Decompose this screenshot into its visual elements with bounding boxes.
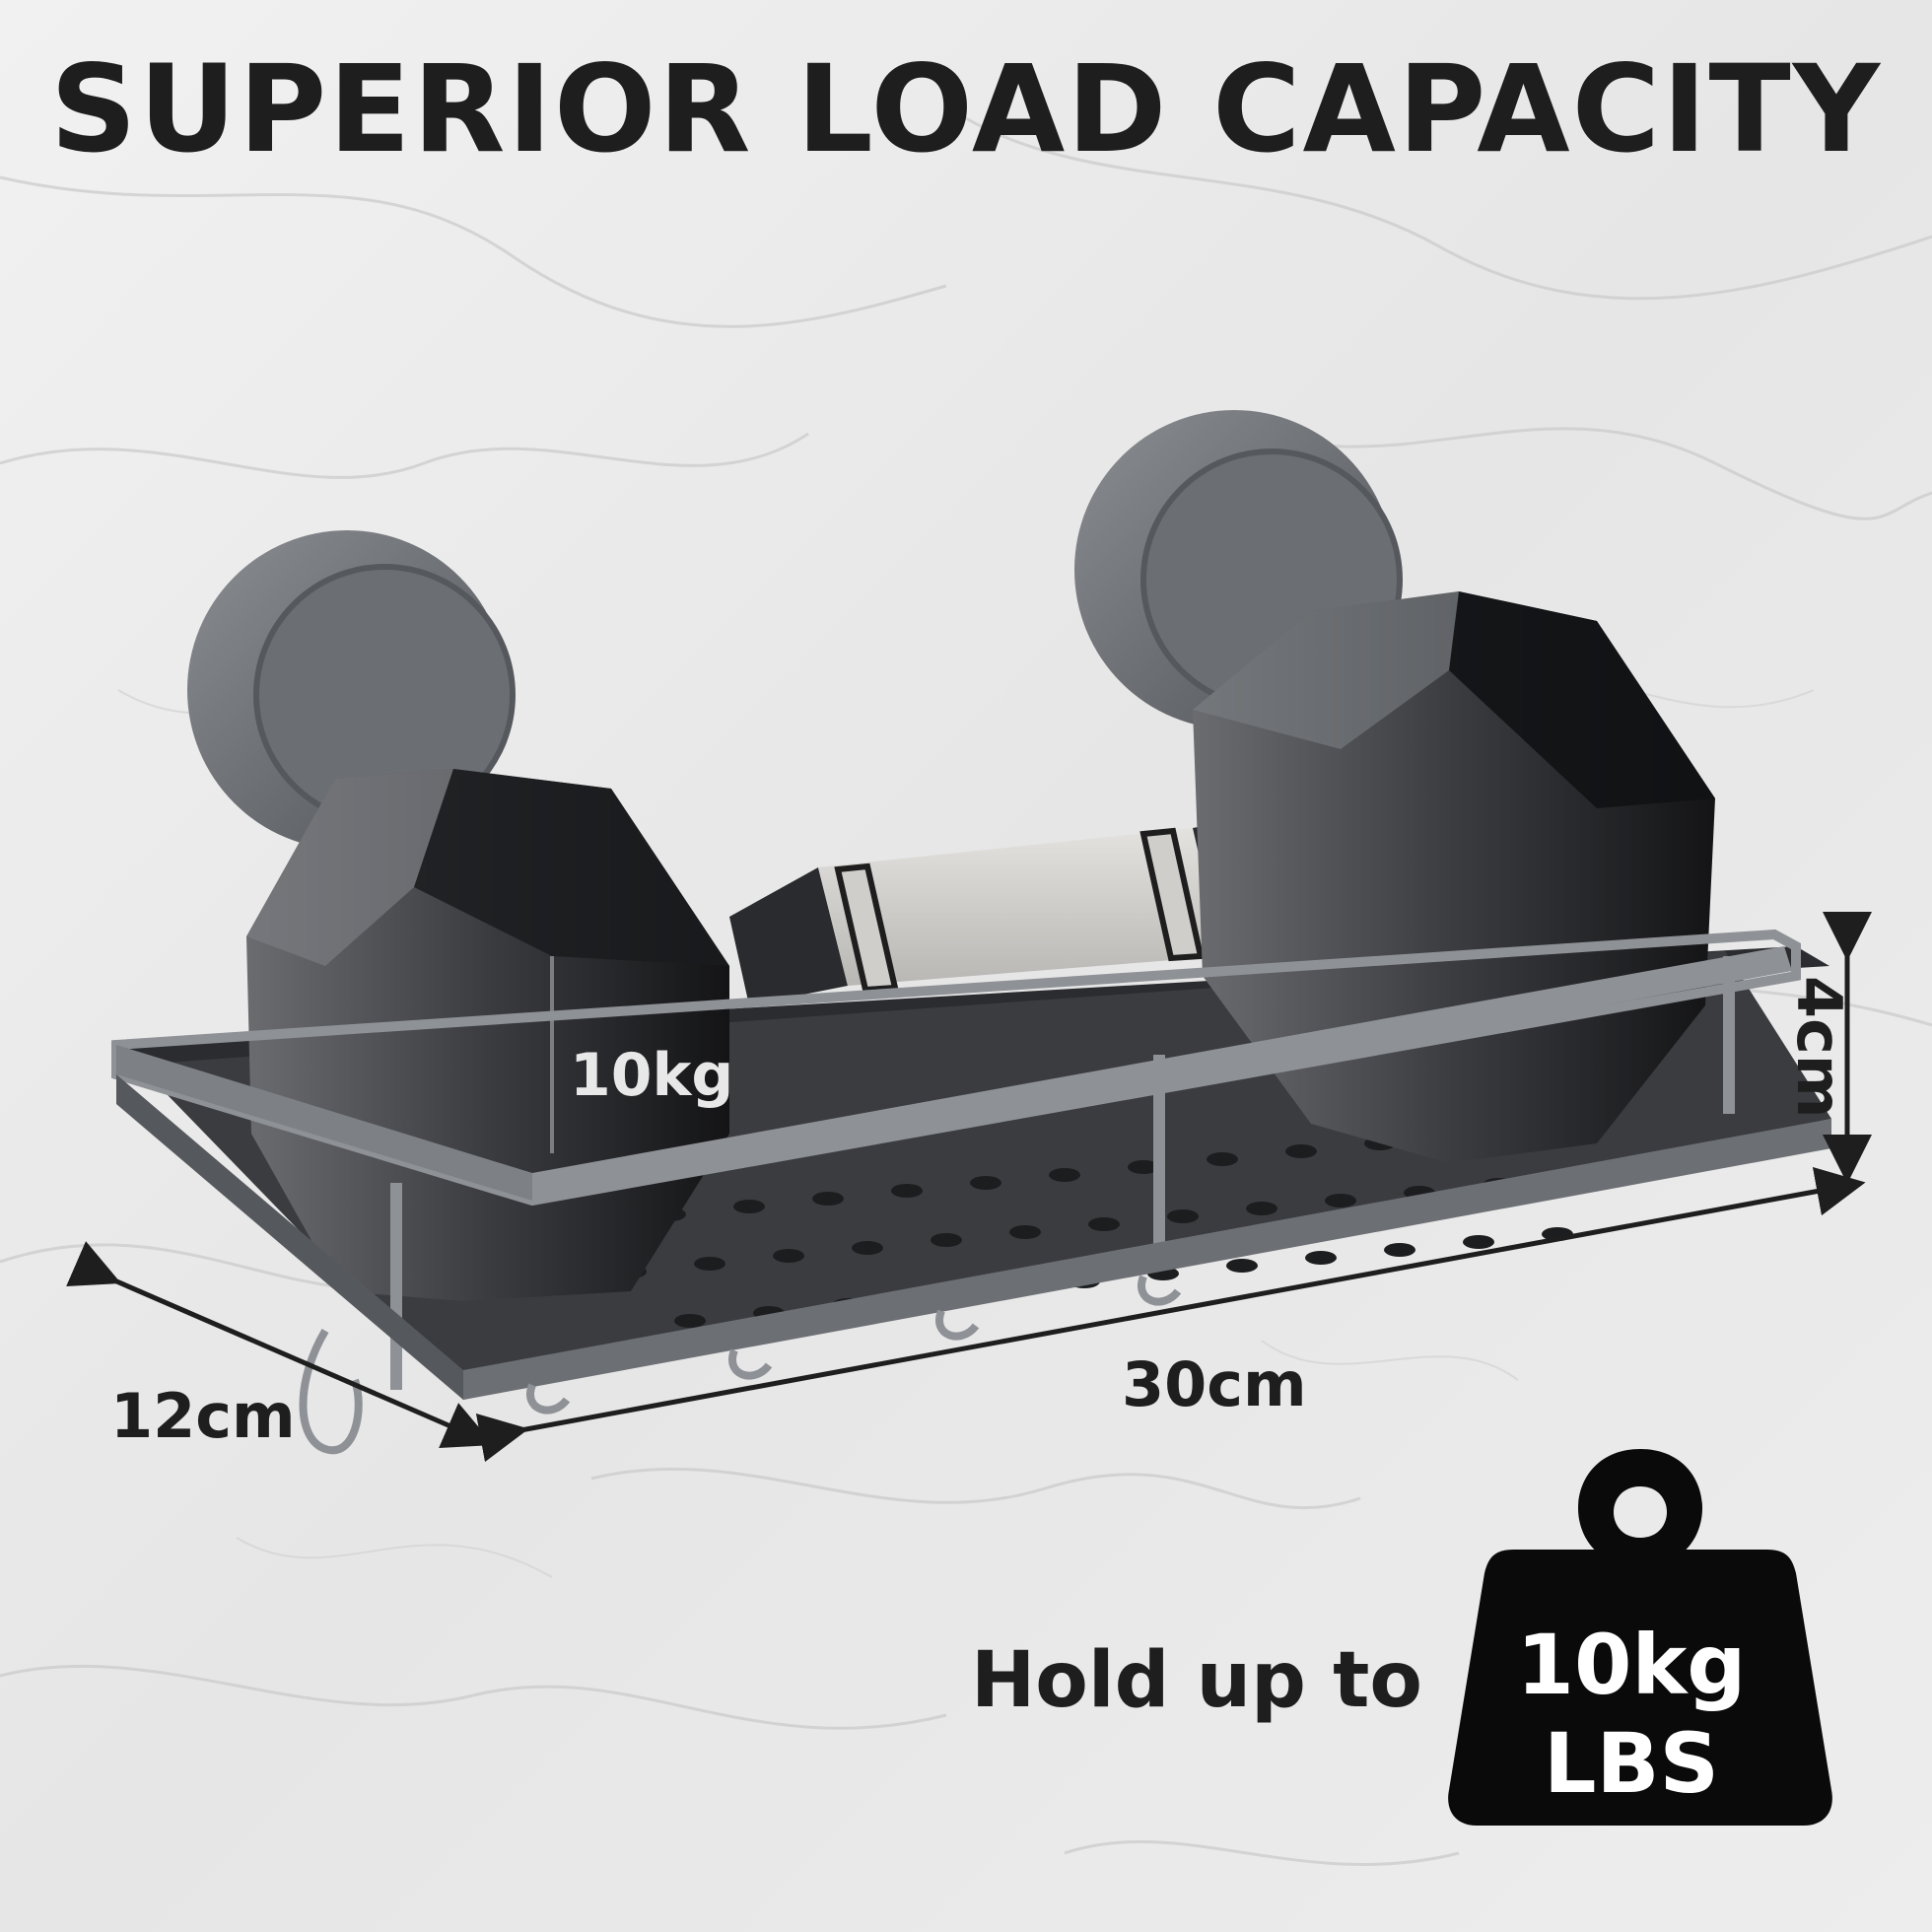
depth-dimension-label: 12cm	[110, 1380, 296, 1452]
left-suction-cup	[187, 530, 516, 850]
capacity-weight: 10kg	[1516, 1617, 1747, 1713]
dimension-arrows	[66, 912, 1872, 1463]
height-dimension-label: 4cm	[1783, 976, 1855, 1119]
page-title: SUPERIOR LOAD CAPACITY	[49, 39, 1883, 179]
weight-icon	[1448, 1449, 1832, 1826]
capacity-unit: LBS	[1543, 1715, 1720, 1812]
width-dimension-label: 30cm	[1122, 1348, 1307, 1420]
dumbbell-weight-label: 10kg	[570, 1041, 734, 1110]
dumbbell-right-head	[1193, 591, 1715, 1163]
capacity-prefix: Hold up to	[971, 1636, 1422, 1725]
